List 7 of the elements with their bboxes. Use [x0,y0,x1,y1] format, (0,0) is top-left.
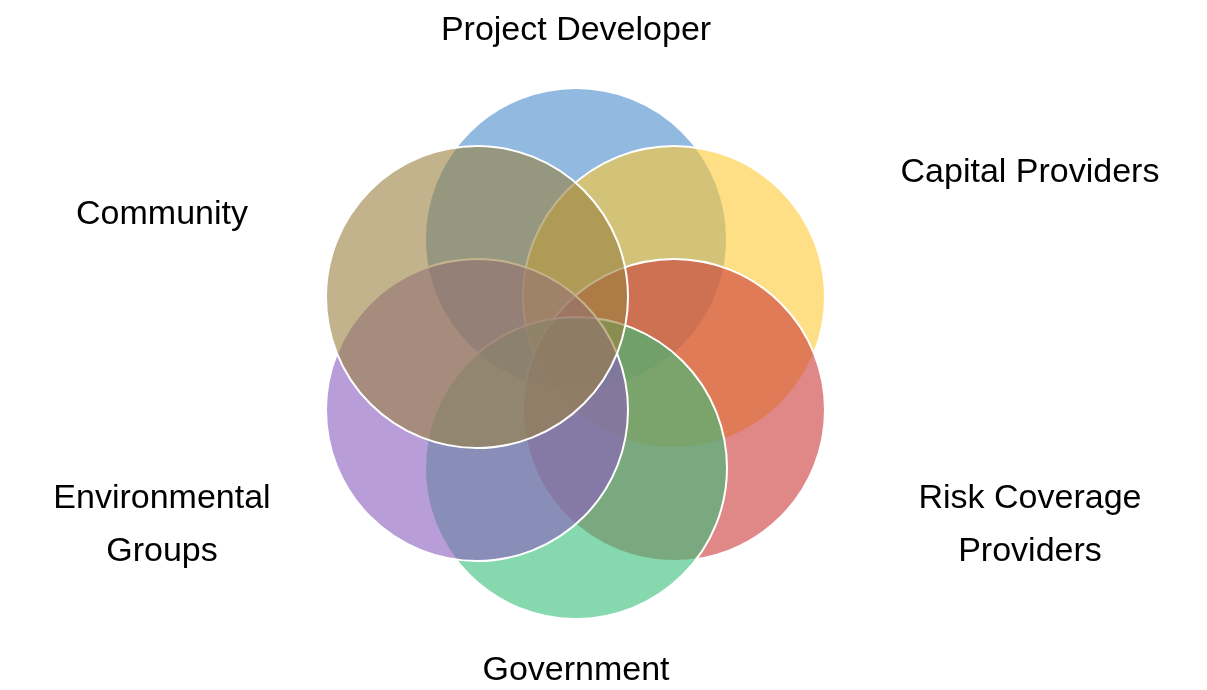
circle-label: Community [75,191,249,233]
circle-label: Government [481,647,671,689]
circle-label: Environmental Groups [52,476,272,570]
circle-label: Capital Providers [899,149,1161,191]
circle-label: Risk Coverage Providers [917,476,1143,570]
venn-circle [325,145,629,449]
circle-label: Project Developer [439,7,713,49]
